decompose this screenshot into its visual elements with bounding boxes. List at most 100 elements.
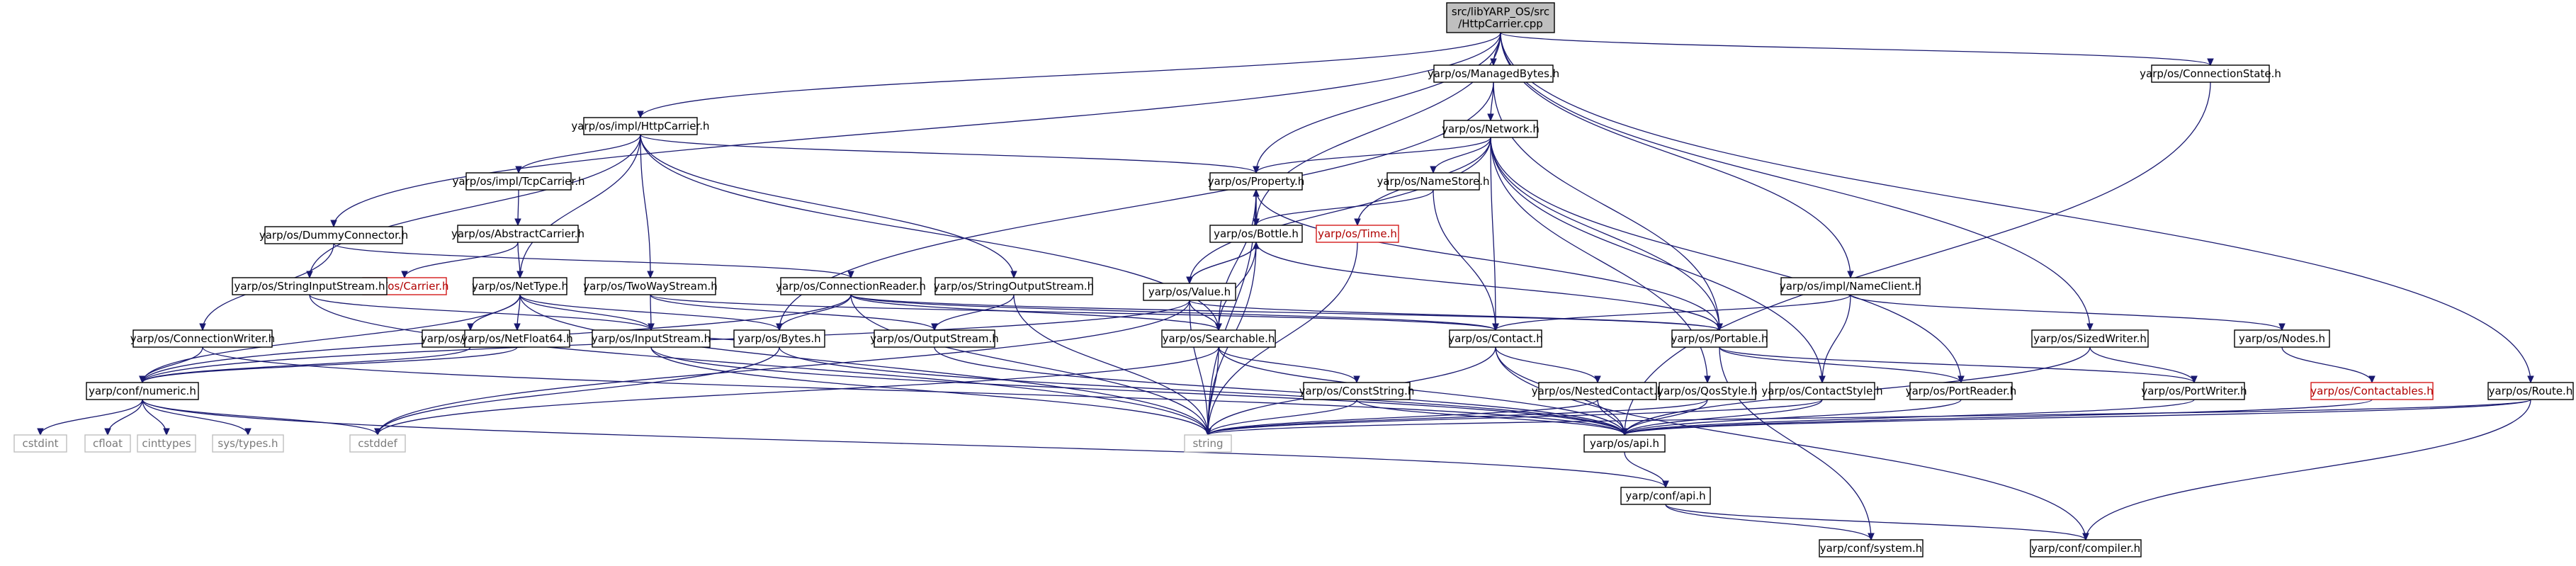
dependency-edge: [2082, 399, 2531, 541]
node-portable[interactable]: yarp/os/Portable.h: [1671, 329, 1768, 348]
node-contactstyle[interactable]: yarp/os/ContactStyle.h: [1761, 382, 1883, 400]
node-nestedcontact[interactable]: yarp/os/NestedContact.h: [1532, 382, 1663, 400]
dependency-edge: [1492, 294, 1851, 332]
dependency-edge: [640, 134, 1017, 279]
node-inputstream[interactable]: yarp/os/InputStream.h: [592, 329, 711, 348]
dependency-edge: [1253, 137, 1491, 174]
node-label: yarp/conf/system.h: [1820, 542, 1923, 555]
dependency-edge: [1500, 32, 2534, 384]
node-connectionreader[interactable]: yarp/os/ConnectionReader.h: [776, 277, 926, 295]
dependency-edge: [1819, 294, 1851, 384]
node-conf-system[interactable]: yarp/conf/system.h: [1819, 539, 1923, 557]
node-managedbytes[interactable]: yarp/os/ManagedBytes.h: [1428, 64, 1559, 83]
node-twowaystream[interactable]: yarp/os/TwoWayStream.h: [583, 277, 718, 295]
dependency-edge: [648, 294, 655, 332]
node-label: yarp/os/api.h: [1590, 437, 1659, 450]
node-label: yarp/os/PortReader.h: [1906, 385, 2017, 397]
node-nameclient[interactable]: yarp/os/impl/NameClient.h: [1780, 277, 1921, 295]
node-conf-compiler[interactable]: yarp/conf/compiler.h: [2030, 539, 2142, 557]
node-label: yarp/os/impl/HttpCarrier.h: [571, 120, 709, 132]
node-outputstream[interactable]: yarp/os/OutputStream.h: [870, 329, 999, 348]
node-systypes[interactable]: sys/types.h: [212, 434, 284, 453]
dependency-edge: [37, 399, 143, 436]
node-cfloat[interactable]: cfloat: [84, 434, 131, 453]
node-label: yarp/os/Property.h: [1208, 175, 1304, 188]
node-httpcarrier-h[interactable]: yarp/os/impl/HttpCarrier.h: [571, 117, 710, 135]
node-cstddef[interactable]: cstddef: [349, 434, 406, 453]
node-label: yarp/os/impl/TcpCarrier.h: [453, 175, 585, 188]
dependency-edge: [1253, 189, 1434, 227]
dependency-edge: [1204, 399, 2531, 436]
dependency-edge: [401, 242, 519, 279]
node-connectionwriter[interactable]: yarp/os/ConnectionWriter.h: [130, 329, 275, 348]
node-searchable[interactable]: yarp/os/Searchable.h: [1161, 329, 1276, 348]
node-label: yarp/os/NetFloat64.h: [461, 332, 573, 345]
node-label: yarp/os/SizedWriter.h: [2033, 332, 2147, 345]
dependency-edge: [516, 242, 524, 279]
node-conststring[interactable]: yarp/os/ConstString.h: [1299, 382, 1415, 400]
node-label: /HttpCarrier.cpp: [1458, 18, 1543, 30]
dependency-edge: [1218, 346, 1360, 384]
node-stringinputstream[interactable]: yarp/os/StringInputStream.h: [232, 277, 388, 295]
node-label: cfloat: [93, 437, 123, 450]
node-bytes[interactable]: yarp/os/Bytes.h: [733, 329, 825, 348]
node-tcpcarrier[interactable]: yarp/os/impl/TcpCarrier.h: [453, 172, 585, 191]
node-route[interactable]: yarp/os/Route.h: [2487, 382, 2574, 400]
dependency-edge: [1850, 294, 2286, 332]
node-contactables[interactable]: yarp/os/Contactables.h: [2310, 382, 2434, 400]
node-cinttypes[interactable]: cinttypes: [137, 434, 196, 453]
node-namestore[interactable]: yarp/os/NameStore.h: [1377, 172, 1490, 191]
node-abstractcarrier[interactable]: yarp/os/AbstractCarrier.h: [451, 225, 584, 243]
dependency-edge: [1719, 346, 2198, 384]
node-time[interactable]: yarp/os/Time.h: [1316, 225, 1399, 243]
dependency-edge: [1665, 504, 2089, 541]
node-label: yarp/os/Nodes.h: [2239, 332, 2325, 345]
node-label: yarp/os/ManagedBytes.h: [1428, 67, 1559, 80]
edges: [37, 32, 2534, 541]
node-label: cstddef: [358, 437, 397, 450]
node-nettype[interactable]: yarp/os/NetType.h: [472, 277, 568, 295]
node-label: yarp/os/OutputStream.h: [870, 332, 999, 345]
dependency-edge: [1186, 137, 1491, 285]
dependency-edge: [1665, 504, 1875, 541]
node-label: yarp/os/Route.h: [2489, 385, 2573, 397]
node-contact[interactable]: yarp/os/Contact.h: [1448, 329, 1543, 348]
node-root[interactable]: src/libYARP_OS/src/HttpCarrier.cpp: [1446, 2, 1555, 33]
dependency-edge: [1253, 32, 1501, 174]
dependency-edge: [1189, 300, 1723, 332]
dependency-edge: [1719, 346, 1965, 384]
node-cstdint[interactable]: cstdint: [13, 434, 67, 453]
dependency-edge: [309, 294, 1211, 436]
node-property[interactable]: yarp/os/Property.h: [1208, 172, 1304, 191]
dependency-edge: [2089, 346, 2198, 384]
dependency-edge: [374, 346, 1219, 436]
node-nodes[interactable]: yarp/os/Nodes.h: [2234, 329, 2330, 348]
node-qosstyle[interactable]: yarp/os/QosStyle.h: [1657, 382, 1758, 400]
node-label: yarp/os/QosStyle.h: [1657, 385, 1758, 397]
dependency-edge: [1253, 188, 1260, 226]
node-bottle[interactable]: yarp/os/Bottle.h: [1209, 225, 1303, 243]
node-label: yarp/os/NestedContact.h: [1532, 385, 1663, 397]
dependency-edge: [1624, 451, 1669, 489]
dependency-edge: [640, 134, 1222, 332]
dependency-edge: [104, 399, 143, 436]
node-api[interactable]: yarp/os/api.h: [1583, 434, 1666, 453]
dependency-edge: [309, 294, 655, 332]
node-value[interactable]: yarp/os/Value.h: [1143, 283, 1236, 301]
node-label: yarp/conf/compiler.h: [2031, 542, 2140, 555]
node-dummyconnector[interactable]: yarp/os/DummyConnector.h: [259, 226, 408, 244]
node-portwriter[interactable]: yarp/os/PortWriter.h: [2141, 382, 2247, 400]
node-conf-api[interactable]: yarp/conf/api.h: [1620, 487, 1711, 505]
node-label: yarp/os/PortWriter.h: [2141, 385, 2247, 397]
node-label: yarp/os/ConnectionWriter.h: [130, 332, 275, 345]
node-label: yarp/os/Contactables.h: [2310, 385, 2433, 397]
node-conf-numeric[interactable]: yarp/conf/numeric.h: [86, 382, 199, 400]
node-stringoutputstream[interactable]: yarp/os/StringOutputStream.h: [934, 277, 1094, 295]
node-sizedwriter[interactable]: yarp/os/SizedWriter.h: [2031, 329, 2149, 348]
node-connectionstate[interactable]: yarp/os/ConnectionState.h: [2140, 64, 2281, 83]
node-portreader[interactable]: yarp/os/PortReader.h: [1906, 382, 2017, 400]
node-label: yarp/os/ConnectionState.h: [2140, 67, 2281, 80]
node-string[interactable]: string: [1184, 434, 1232, 453]
node-network[interactable]: yarp/os/Network.h: [1442, 120, 1540, 138]
node-netfloat64[interactable]: yarp/os/NetFloat64.h: [461, 329, 573, 348]
